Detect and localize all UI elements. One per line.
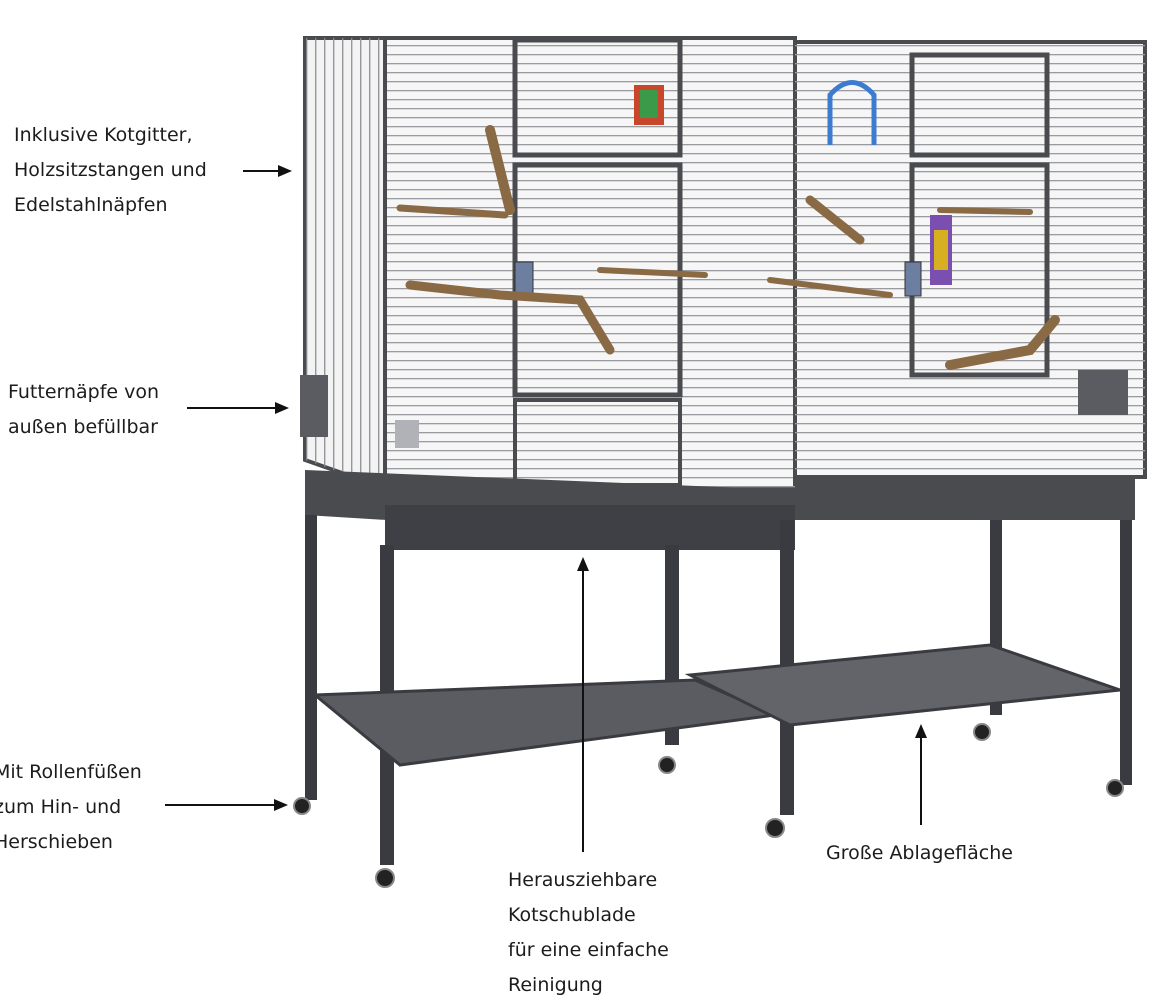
label-line: Reinigung xyxy=(508,974,603,996)
caster-wheels xyxy=(293,723,1124,888)
label-line: Herausziehbare xyxy=(508,869,658,891)
label-line: Futternäpfe von xyxy=(8,381,160,403)
label-line: Holzsitzstangen und xyxy=(14,159,207,181)
food-bowl-holders xyxy=(300,370,1128,448)
cage-left-section xyxy=(303,36,797,491)
label-line: Mit Rollenfüßen xyxy=(0,761,142,783)
label-line: außen befüllbar xyxy=(8,416,158,438)
label-futternaepfe: Futternäpfe von außen befüllbar xyxy=(8,375,159,445)
label-schublade: Herausziehbare Kotschublade für eine ein… xyxy=(508,863,669,1003)
label-line: Herschieben xyxy=(0,831,113,853)
label-line: Edelstahlnäpfen xyxy=(14,194,168,216)
label-line: Inklusive Kotgitter, xyxy=(14,124,193,146)
label-line: Kotschublade xyxy=(508,904,636,926)
toy-blocks xyxy=(634,85,952,285)
label-kotgitter: Inklusive Kotgitter, Holzsitzstangen und… xyxy=(14,118,207,223)
wooden-perches xyxy=(396,125,1060,370)
label-rollen: Mit Rollenfüßen zum Hin- und Herschieben xyxy=(0,755,142,860)
label-line: Große Ablagefläche xyxy=(826,842,1013,864)
label-line: für eine einfache xyxy=(508,939,669,961)
label-ablage: Große Ablagefläche xyxy=(826,836,1013,871)
storage-shelves xyxy=(311,643,1121,767)
label-line: zum Hin- und xyxy=(0,796,122,818)
droppings-drawer xyxy=(305,470,1135,550)
annotation-arrows xyxy=(165,165,927,852)
